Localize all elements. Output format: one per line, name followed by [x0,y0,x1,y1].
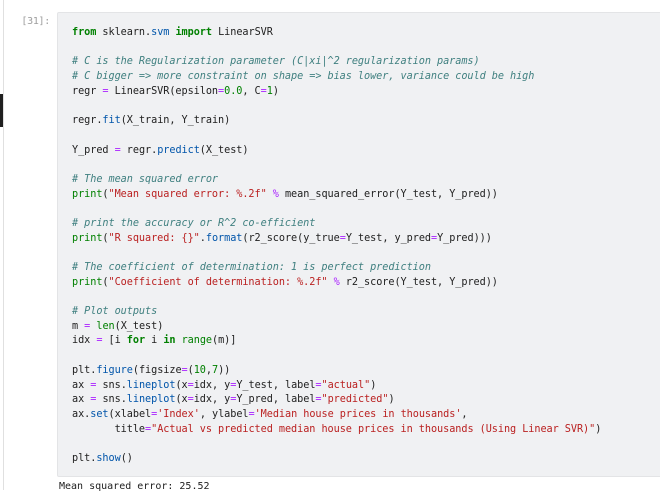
code-line: m = len(X_test) [72,320,164,332]
code-line [72,437,601,452]
code-line: # The coefficient of determination: 1 is… [72,262,431,273]
cell-output-text: Mean squared error: 25.52 [59,481,210,492]
code-cell-editor[interactable]: from sklearn.svm import LinearSVR # C is… [57,12,660,477]
code-line: title="Actual vs predicted median house … [72,423,602,435]
code-line: plt.figure(figsize=(10,7)) [72,364,231,376]
code-line [72,246,601,261]
code-line: ax.set(xlabel='Index', ylabel='Median ho… [72,408,468,420]
code-line: # Plot outputs [72,306,158,318]
code-line: regr = LinearSVR(epsilon=0.0, C=1) [72,85,279,97]
code-line: print("Mean squared error: %.2f" % mean_… [72,188,498,200]
code-line [72,129,601,144]
code-line: # print the accuracy or R^2 co-efficient [72,217,316,229]
code-line: # C bigger => more constraint on shape =… [72,71,535,83]
active-cell-indicator [0,94,3,127]
code-line [72,349,601,364]
code-line: Y_pred = regr.predict(X_test) [72,144,249,156]
code-line [72,41,601,56]
code-line: idx = [i for i in range(m)] [72,335,237,347]
code-line: from sklearn.svm import LinearSVR [72,27,273,38]
code-line: print("Coefficient of determination: %.2… [72,276,498,288]
code-line: ax = sns.lineplot(x=idx, y=Y_pred, label… [72,394,395,406]
code-line: # The mean squared error [72,173,219,185]
notebook-left-border [3,0,4,490]
cell-execution-count: [31]: [21,16,50,27]
code-line [72,202,601,217]
code-line: ax = sns.lineplot(x=idx, y=Y_test, label… [72,379,377,391]
code-line: plt.show() [72,452,133,464]
code-content[interactable]: from sklearn.svm import LinearSVR # C is… [72,26,601,467]
code-line: regr.fit(X_train, Y_train) [72,115,231,127]
code-line [72,290,601,305]
code-line [72,158,601,173]
code-line: # C is the Regularization parameter (C|x… [72,56,480,68]
code-line [72,99,601,114]
code-line: print("R squared: {}".format(r2_score(y_… [72,232,492,244]
